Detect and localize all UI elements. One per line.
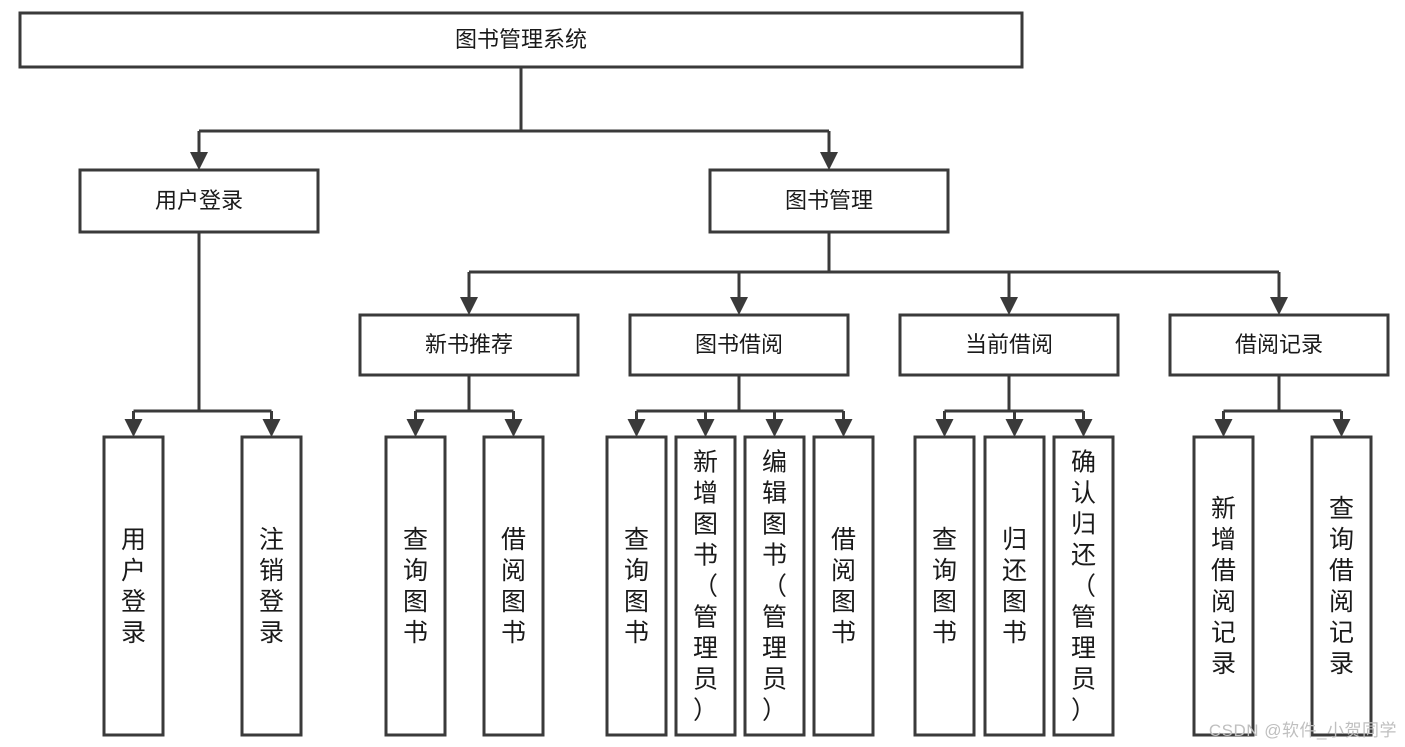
node-box-leaf-return-book [983, 435, 1046, 737]
arrow-head-icon [730, 297, 748, 315]
node-box-leaf-confirm-return [1052, 435, 1115, 737]
node-leaf-query-book-cur[interactable]: 查询图书 [913, 435, 976, 737]
node-label-book-borrow: 图书借阅 [695, 332, 783, 357]
node-box-book-manage [708, 168, 950, 234]
arrow-head-icon [935, 419, 954, 437]
node-box-root [18, 11, 1024, 69]
node-box-new-book-recommend [358, 313, 580, 377]
node-box-leaf-edit-book [743, 435, 806, 737]
node-borrow-record[interactable]: 借阅记录 [1168, 313, 1390, 377]
node-leaf-return-book[interactable]: 归还图书 [983, 435, 1046, 737]
arrow-head-icon [1214, 419, 1233, 437]
node-box-leaf-add-record [1192, 435, 1255, 737]
node-box-borrow-record [1168, 313, 1390, 377]
arrow-head-icon [406, 419, 425, 437]
node-label-leaf-add-record: 新增借阅记录 [1211, 495, 1236, 678]
node-leaf-query-book-rec[interactable]: 查询图书 [384, 435, 447, 737]
node-book-borrow[interactable]: 图书借阅 [628, 313, 850, 377]
node-book-manage[interactable]: 图书管理 [708, 168, 950, 234]
node-label-leaf-user-login: 用户登录 [121, 526, 146, 647]
node-label-leaf-confirm-return: 确认归还（管理员） [1071, 449, 1096, 725]
csdn-watermark: CSDN @软件_小贺同学 [1208, 721, 1397, 740]
node-label-leaf-query-record: 查询借阅记录 [1329, 495, 1354, 678]
arrow-head-icon [820, 152, 838, 170]
node-box-book-borrow [628, 313, 850, 377]
node-label-leaf-borrow-book-rec: 借阅图书 [501, 526, 526, 647]
node-label-leaf-logout: 注销登录 [259, 526, 284, 647]
node-leaf-edit-book[interactable]: 编辑图书（管理员） [743, 435, 806, 737]
node-leaf-query-book[interactable]: 查询图书 [605, 435, 668, 737]
node-leaf-query-record[interactable]: 查询借阅记录 [1310, 435, 1373, 737]
node-box-leaf-query-book-cur [913, 435, 976, 737]
node-new-book-recommend[interactable]: 新书推荐 [358, 313, 580, 377]
node-leaf-logout[interactable]: 注销登录 [240, 435, 303, 737]
node-label-leaf-query-book-cur: 查询图书 [932, 526, 957, 647]
node-leaf-add-record[interactable]: 新增借阅记录 [1192, 435, 1255, 737]
node-box-leaf-query-record [1310, 435, 1373, 737]
connector-edges [124, 67, 1351, 437]
node-box-leaf-query-book-rec [384, 435, 447, 737]
node-label-leaf-edit-book: 编辑图书（管理员） [762, 449, 787, 725]
node-box-leaf-borrow-book [812, 435, 875, 737]
node-label-current-borrow: 当前借阅 [965, 332, 1053, 357]
node-root[interactable]: 图书管理系统 [18, 11, 1024, 69]
node-user-login[interactable]: 用户登录 [78, 168, 320, 234]
node-label-root: 图书管理系统 [455, 27, 587, 52]
node-boxes: 图书管理系统用户登录图书管理新书推荐图书借阅当前借阅借阅记录用户登录注销登录查询… [18, 11, 1390, 737]
arrow-head-icon [190, 152, 208, 170]
arrow-head-icon [1332, 419, 1351, 437]
node-label-borrow-record: 借阅记录 [1235, 332, 1323, 357]
arrow-head-icon [504, 419, 523, 437]
node-box-leaf-borrow-book-rec [482, 435, 545, 737]
node-box-current-borrow [898, 313, 1120, 377]
arrow-head-icon [834, 419, 853, 437]
node-box-user-login [78, 168, 320, 234]
arrow-head-icon [696, 419, 715, 437]
arrow-head-icon [1074, 419, 1093, 437]
node-leaf-confirm-return[interactable]: 确认归还（管理员） [1052, 435, 1115, 737]
node-leaf-borrow-book[interactable]: 借阅图书 [812, 435, 875, 737]
arrow-head-icon [627, 419, 646, 437]
node-label-leaf-query-book-rec: 查询图书 [403, 526, 428, 647]
arrow-head-icon [124, 419, 143, 437]
node-box-leaf-logout [240, 435, 303, 737]
node-label-leaf-query-book: 查询图书 [624, 526, 649, 647]
arrow-head-icon [1000, 297, 1018, 315]
node-leaf-borrow-book-rec[interactable]: 借阅图书 [482, 435, 545, 737]
node-box-leaf-user-login [102, 435, 165, 737]
node-box-leaf-query-book [605, 435, 668, 737]
arrow-head-icon [1005, 419, 1024, 437]
arrow-head-icon [262, 419, 281, 437]
arrow-head-icon [1270, 297, 1288, 315]
node-label-leaf-borrow-book: 借阅图书 [831, 526, 856, 647]
node-current-borrow[interactable]: 当前借阅 [898, 313, 1120, 377]
node-label-book-manage: 图书管理 [785, 188, 873, 213]
node-label-new-book-recommend: 新书推荐 [425, 332, 513, 357]
arrow-head-icon [765, 419, 784, 437]
node-leaf-add-book[interactable]: 新增图书（管理员） [674, 435, 737, 737]
arrow-head-icon [460, 297, 478, 315]
node-label-leaf-return-book: 归还图书 [1002, 526, 1027, 647]
node-box-leaf-add-book [674, 435, 737, 737]
node-label-leaf-add-book: 新增图书（管理员） [693, 449, 718, 725]
node-label-user-login: 用户登录 [155, 188, 243, 213]
node-leaf-user-login[interactable]: 用户登录 [102, 435, 165, 737]
